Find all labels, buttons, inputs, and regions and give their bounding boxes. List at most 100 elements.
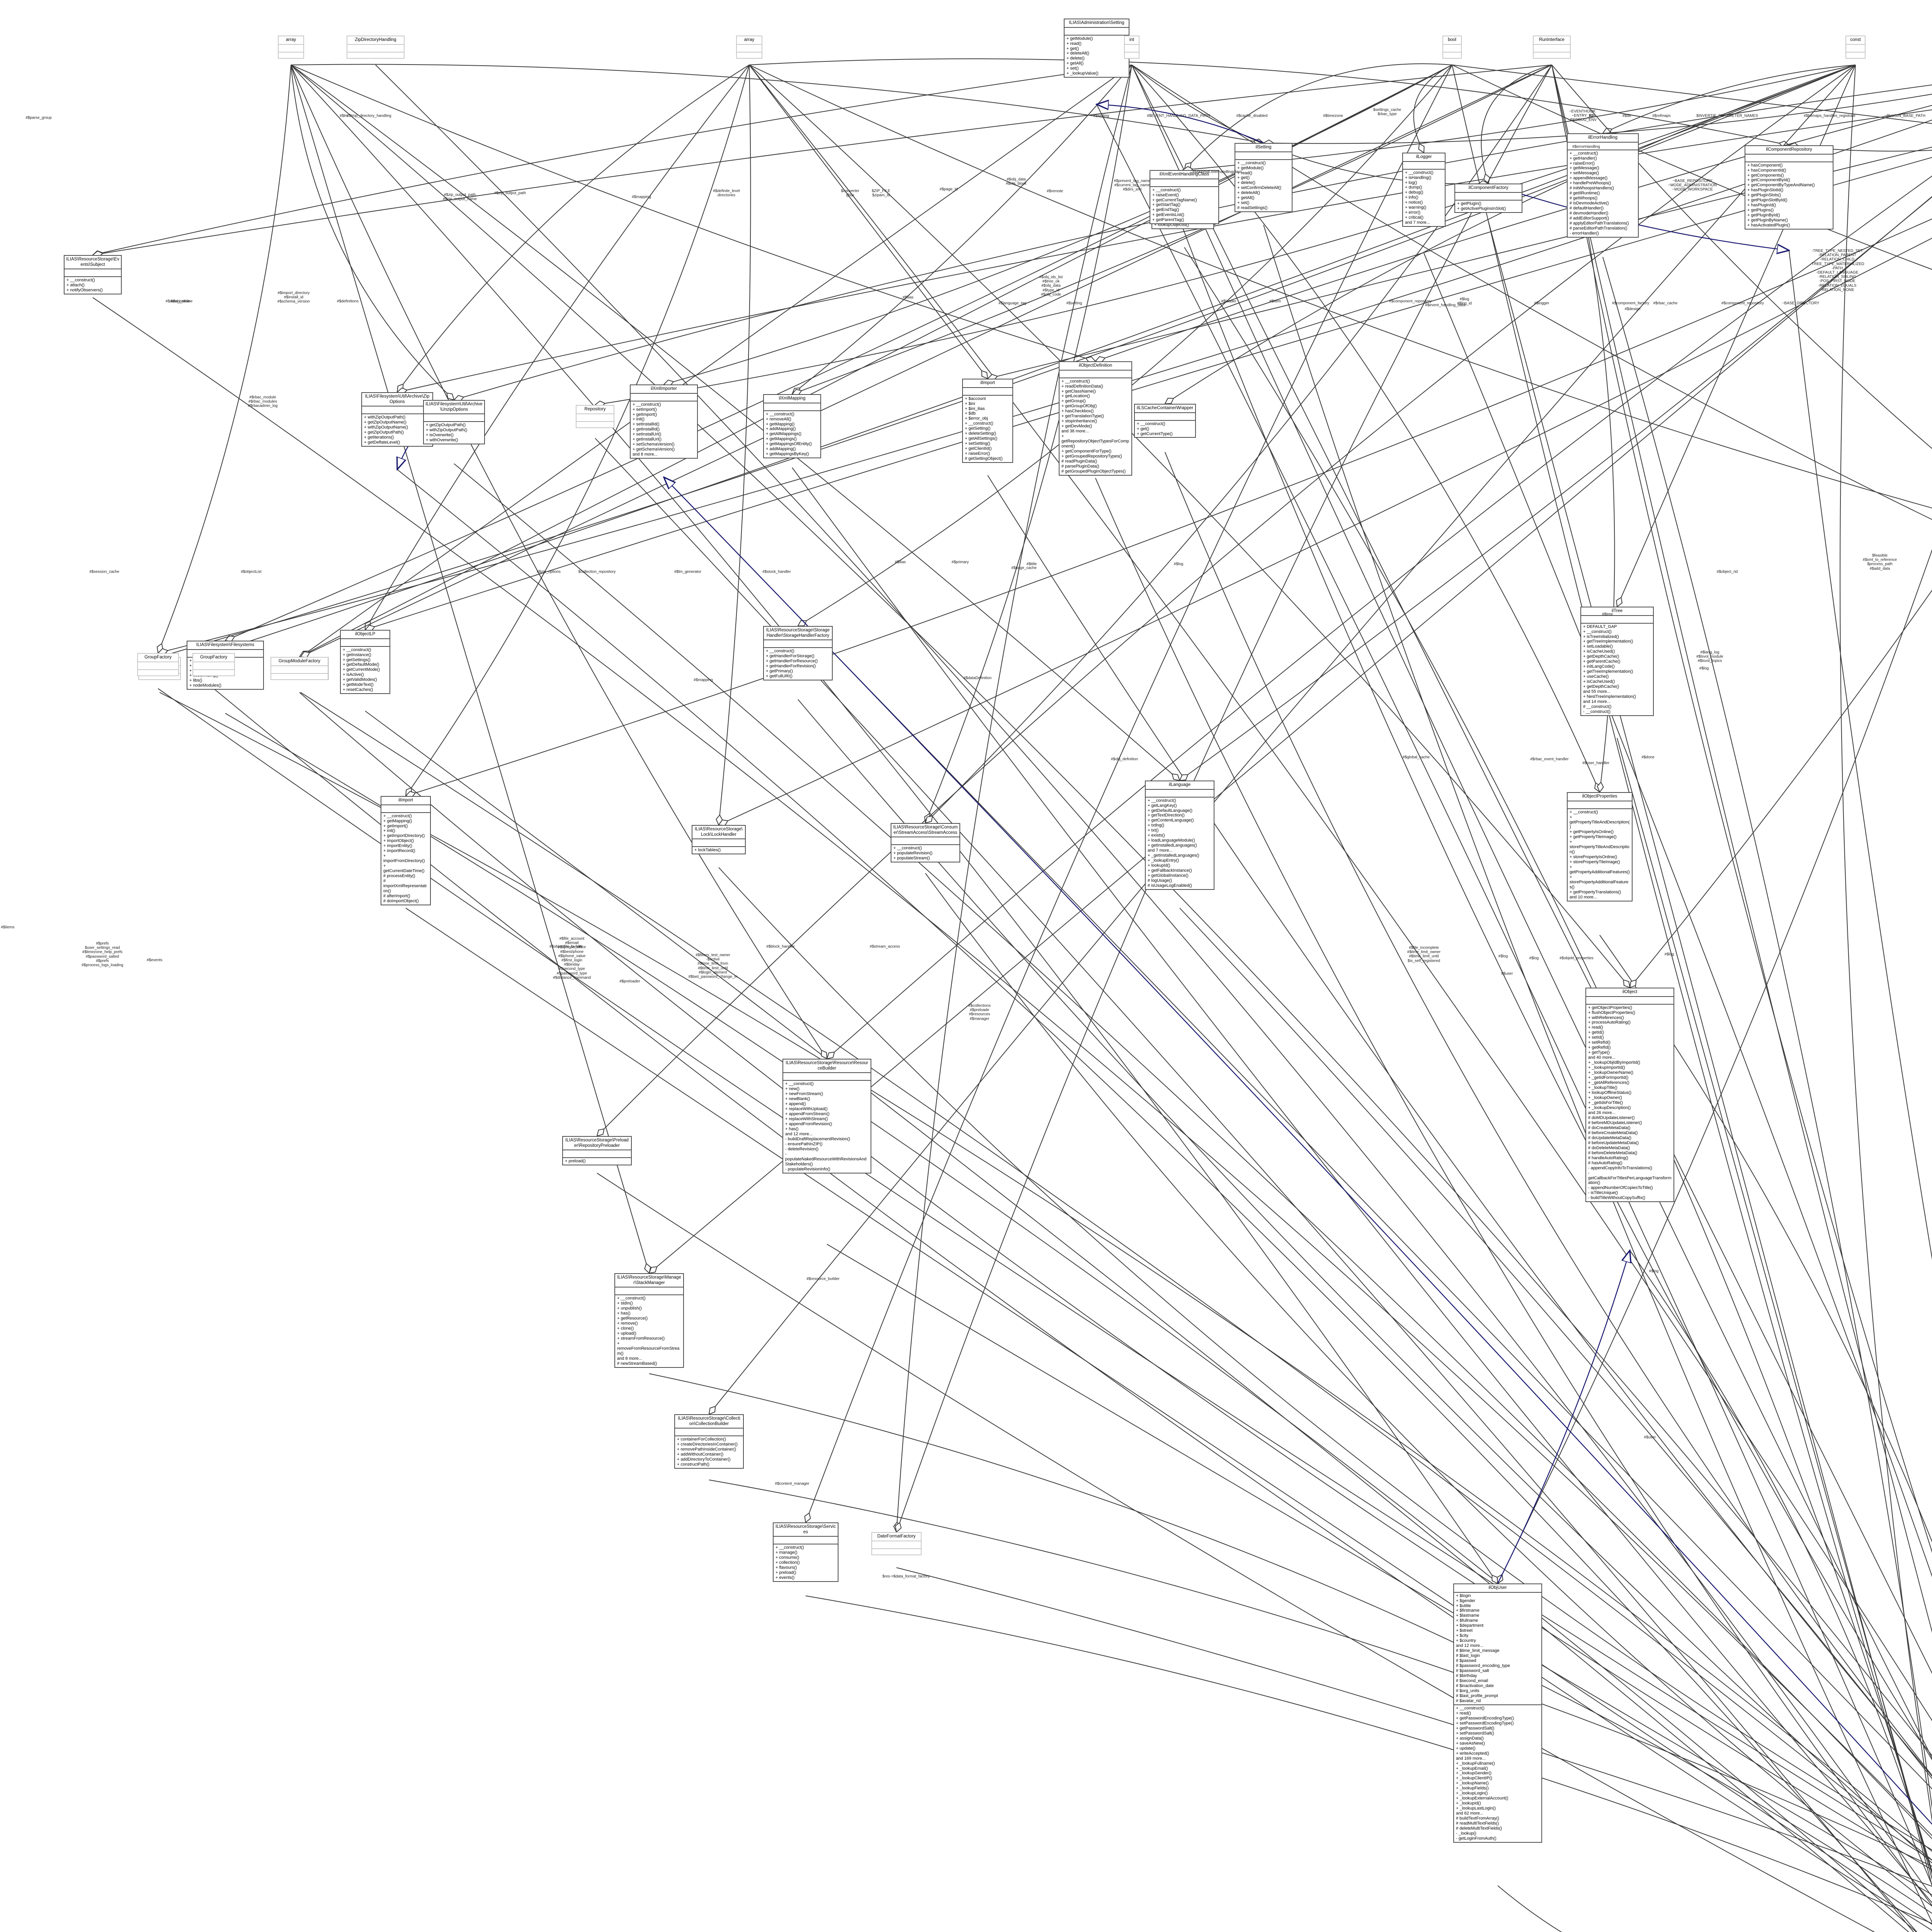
class-operation: + getComponentForType(): [1061, 449, 1112, 454]
class-operation: + setInstallUrl(): [633, 432, 662, 437]
class-node-ilobjectlp[interactable]: ilObjectLP+ __construct()+ getInstance()…: [340, 630, 390, 694]
class-attribute: + $country: [1456, 1638, 1476, 1643]
edge-label: #$mapping: [694, 678, 713, 682]
class-operation: # addEditorSupport(): [1570, 216, 1609, 221]
class-node-const[interactable]: const: [1845, 36, 1866, 59]
class-title: GroupFactory: [138, 654, 178, 662]
edge-label: #$component_repository: [1721, 301, 1764, 306]
class-node-zipdirhandling[interactable]: ZipDirectoryHandling: [347, 36, 405, 59]
class-operation: + getPlugins(): [1747, 208, 1774, 213]
edge-label: #$stock_handler: [762, 570, 791, 574]
class-operation: + __construct(): [383, 813, 412, 818]
class-node-ilcomponentfactory[interactable]: ilComponentFactory+ getPlugin()+ getActi…: [1454, 184, 1522, 213]
class-node-groupfactory2[interactable]: GroupFactory: [192, 653, 235, 676]
class-operation: + setId(): [1588, 1035, 1604, 1040]
class-operation: + getDepthCache(): [1583, 684, 1619, 689]
class-attribute: # $org_units: [1456, 1688, 1480, 1693]
class-operation: + containerForCollection(): [677, 1437, 726, 1442]
class-operation: + flavours(): [776, 1565, 797, 1570]
class-operations: + containerForCollection()+ createDirect…: [675, 1436, 743, 1468]
class-node-ilxmlmapping[interactable]: ilXmlMapping+ __construct()+ removeAll()…: [763, 394, 821, 459]
class-operation: + log(): [1405, 180, 1417, 185]
class-node-ilskipvoverloading[interactable]: ilXmlEventHandlingClass+ __construct()+ …: [1150, 170, 1219, 224]
edge-label: #$log: [1498, 954, 1508, 959]
class-node-int[interactable]: int: [1124, 36, 1139, 59]
class-attributes: [872, 1541, 921, 1549]
class-attributes: [138, 662, 178, 670]
class-title: ilTree: [1581, 607, 1653, 616]
edge-label: #$setting: [1066, 301, 1082, 306]
class-node-groupmodulefactory2[interactable]: GroupModuleFactory: [270, 657, 328, 680]
class-operation: + withOverwrite(): [426, 438, 458, 443]
class-node-ilsetting[interactable]: ilSetting+ __construct()+ getModule()+ r…: [1235, 143, 1293, 213]
class-node-ilerrorhandling[interactable]: ilErrorHandling+ __construct()+ getHandl…: [1567, 133, 1639, 238]
class-node-ilimport[interactable]: ilImport+ $account+ $ini+ $ini_ilias+ $d…: [962, 379, 1013, 463]
class-node-ilresourcestorage_servicesstorage[interactable]: ILIAS\ResourceStorage\Resource\ResourceB…: [782, 1059, 871, 1173]
class-node-ilresourcestorage_events[interactable]: ILIAS\ResourceStorage\Events\Subject+ __…: [64, 255, 122, 295]
class-node-repository[interactable]: Repository: [576, 405, 614, 428]
class-node-ilresourcestorage_services[interactable]: ILIAS\ResourceStorage\Services+ __constr…: [773, 1522, 838, 1582]
class-operation: + getGroupOfObj(): [1061, 404, 1097, 409]
class-title: Repository: [577, 406, 614, 414]
class-node-bool[interactable]: bool: [1442, 36, 1462, 59]
class-operation: + _getAllReferences(): [1588, 1080, 1629, 1085]
class-node-ilresourcestorage_collection[interactable]: ILIAS\ResourceStorage\Collection\Collect…: [674, 1414, 744, 1469]
class-operation: + populateRevision(): [893, 851, 933, 856]
class-node-ilobject[interactable]: ilObject+ getObjectProperties()+ flushOb…: [1585, 988, 1674, 1202]
class-node-ilxmlimporter[interactable]: ilXmlImporter+ __construct()+ setImport(…: [630, 384, 698, 459]
class-node-illogger[interactable]: ilLogger+ __construct()+ isHandling()+ l…: [1402, 153, 1446, 227]
class-operation: # importXmlRepresentation(): [383, 879, 427, 894]
class-node-ilcomponentrepository[interactable]: ilComponentRepository+ hasComponent()+ h…: [1745, 145, 1833, 230]
class-operation: + deleteAll(): [1237, 190, 1260, 196]
class-operation: + getGroup(): [1061, 399, 1086, 404]
class-node-ilobjectproperties[interactable]: ilObjectProperties+ __construct()+ getPr…: [1567, 792, 1633, 901]
class-operation: + __construct(): [1061, 379, 1090, 384]
class-operations: + lockTables(): [692, 847, 745, 854]
edge-label: #$content_manager: [775, 1481, 810, 1486]
class-operation: + hasCheckbox(): [1061, 409, 1094, 414]
class-operation: + replaceWithStream(): [785, 1116, 828, 1121]
class-node-groupfactory_left[interactable]: GroupFactory: [137, 653, 179, 676]
class-operation: + read(): [1237, 170, 1252, 175]
class-operation: + error(): [1405, 210, 1421, 215]
class-node-runinterface[interactable]: RunInterface: [1533, 36, 1571, 59]
class-node-dateformatfactory[interactable]: DateFormatFactory: [871, 1532, 922, 1555]
class-node-ilobjuser[interactable]: ilObjUser+ $login+ $gender+ $utitle+ $fi…: [1453, 1583, 1542, 1843]
class-operation: + stopInheritance(): [1061, 419, 1097, 424]
class-node-illanguage[interactable]: ilLanguage+ __construct()+ getLangKey()+…: [1145, 781, 1214, 890]
class-node-iltree[interactable]: ilTree+ DEFAULT_GAP+ __construct()+ isTr…: [1580, 607, 1654, 716]
class-node-ilfilesystems_archive_unzip[interactable]: ILIAS\Filesystem\Util\Archive\UnzipOptio…: [423, 400, 485, 444]
class-operation: + isCacheUsed(): [1583, 649, 1615, 654]
class-node-array2[interactable]: array: [736, 36, 762, 59]
edge-label: #$items: [1, 925, 15, 930]
class-node-ilresourcestorage_stakeholder[interactable]: ILIAS\ResourceStorage\StorageHandler\Sto…: [763, 626, 833, 680]
class-attributes: [1586, 997, 1673, 1005]
class-title: ILIAS\ResourceStorage\Consumer\StreamAcc…: [891, 824, 959, 838]
class-operation: + txt(): [1148, 828, 1159, 833]
class-operation: + setMessage(): [1570, 171, 1599, 176]
class-operation: + notice(): [1405, 200, 1423, 205]
class-operation: + getTextDirection(): [1148, 813, 1185, 818]
class-operation: + _lookupEmail(): [1456, 1766, 1488, 1771]
class-operation: + getInstallId(): [633, 427, 660, 432]
class-operations: + __construct()+ get()+ getCurrentType(): [1135, 421, 1195, 437]
class-operation: # getIlRuntime(): [1570, 191, 1600, 196]
class-operation: # initWhoopsHandlers(): [1570, 186, 1614, 191]
class-node-ilfilesystems_archive_zip[interactable]: ILIAS\Filesystem\Util\Archive\ZipOptions…: [361, 392, 433, 447]
class-operation: + flushObjectProperties(): [1588, 1010, 1635, 1015]
class-node-ilcachecontainer[interactable]: ilLSCacheContainerWrapper+ __construct()…: [1134, 404, 1196, 438]
class-node-ilias_setting[interactable]: ILIAS\Administration\Setting+ getModule(…: [1064, 19, 1129, 78]
class-node-ilresourcestorage_preloader[interactable]: ILIAS\ResourceStorage\Preloader\Reposito…: [562, 1136, 632, 1166]
class-operation: + setConfirmDeleteAll(): [1237, 185, 1282, 190]
class-node-ilresourcestorage_lock[interactable]: ILIAS\ResourceStorage\Lock\LockHandler+ …: [692, 825, 746, 855]
class-attributes: [1065, 28, 1129, 36]
edge-label: #$tmp_directory_handling: [347, 114, 391, 118]
class-node-ilobjectdefinition[interactable]: ilObjectDefinition+ __construct()+ readD…: [1059, 361, 1132, 476]
class-operation: # readMultiTextFields(): [1456, 1821, 1499, 1826]
edge-label: #$collections #$preloade #$resources #$m…: [968, 1003, 991, 1021]
class-operation: + getPrimary(): [766, 669, 793, 673]
class-node-ilimportlegacy[interactable]: ilImport+ __construct()+ getMapping()+ g…: [381, 796, 431, 905]
class-node-ilresourcestorage_consumer[interactable]: ILIAS\ResourceStorage\Consumer\StreamAcc…: [891, 823, 960, 863]
class-node-array[interactable]: array: [278, 36, 304, 59]
class-node-ilresourcestorage_managerstack[interactable]: ILIAS\ResourceStorage\Manager\StackManag…: [614, 1273, 684, 1368]
